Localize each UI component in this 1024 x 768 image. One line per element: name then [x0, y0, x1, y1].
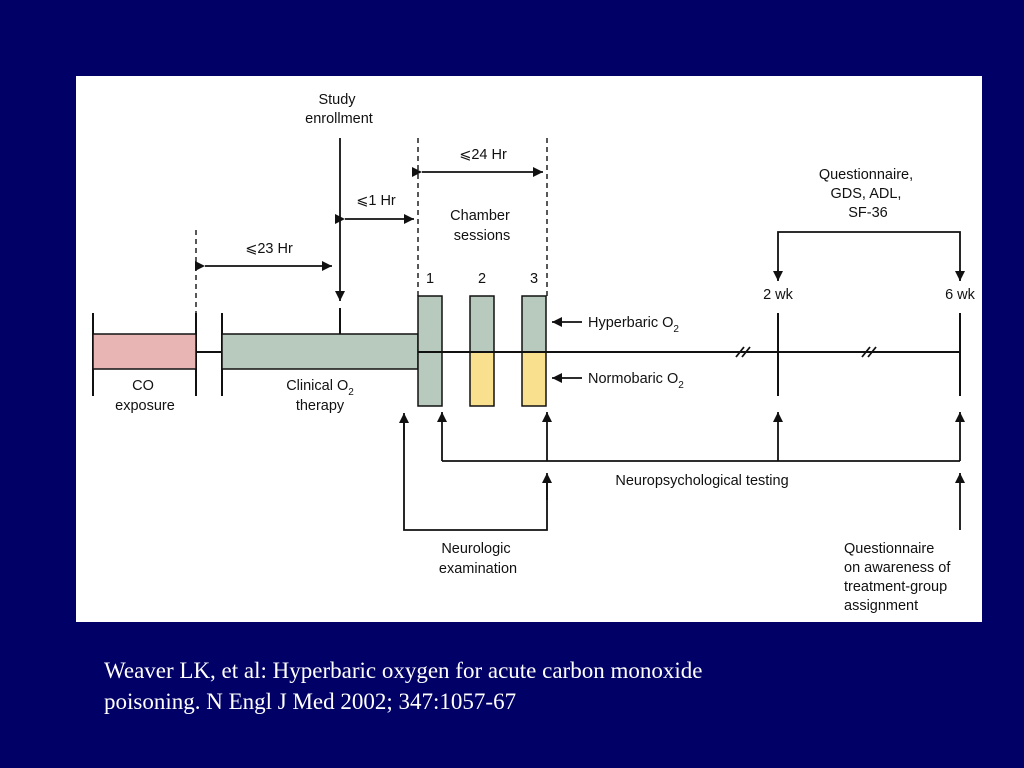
clinical-therapy-label: therapy — [296, 398, 345, 414]
neurologic-exam-bracket — [399, 413, 552, 531]
interval-label-24hr: ⩽24 Hr — [459, 147, 507, 163]
hyperbaric-label: Hyperbaric O2 — [588, 315, 679, 335]
neuropsych-testing-label: Neuropsychological testing — [615, 473, 788, 489]
week-2-label: 2 wk — [763, 287, 794, 303]
citation-line-2: poisoning. N Engl J Med 2002; 347:1057-6… — [104, 689, 517, 714]
axis-break-2wk — [735, 346, 751, 358]
co-exposure-label: CO exposure — [115, 378, 175, 414]
questionnaire-bottom-label: Questionnaire on awareness of treatment-… — [844, 541, 954, 614]
citation-line-1: Weaver LK, et al: Hyperbaric oxygen for … — [104, 658, 703, 683]
timeline-diagram: Study enrollment ⩽24 Hr ⩽1 Hr ⩽23 Hr Cha… — [92, 92, 976, 614]
interval-label-23hr: ⩽23 Hr — [245, 241, 293, 257]
study-enrollment-label: Study enrollment — [305, 92, 373, 127]
session-number-2: 2 — [478, 271, 486, 287]
interval-label-1hr: ⩽1 Hr — [356, 193, 396, 209]
normobaric-label: Normobaric O2 — [588, 371, 684, 391]
session-number-3: 3 — [530, 271, 538, 287]
questionnaire-top-label: Questionnaire, GDS, ADL, SF-36 — [819, 167, 917, 221]
axis-break-6wk — [861, 346, 877, 358]
co-exposure-bar — [92, 333, 197, 370]
clinical-o2-label: Clinical O2 — [286, 378, 354, 398]
session-number-1: 1 — [426, 271, 434, 287]
diagram-panel: Study enrollment ⩽24 Hr ⩽1 Hr ⩽23 Hr Cha… — [76, 76, 982, 622]
neurologic-exam-label: Neurologic examination — [439, 541, 517, 577]
week-6-label: 6 wk — [945, 287, 976, 303]
chamber-session-2 — [469, 295, 495, 407]
citation: Weaver LK, et al: Hyperbaric oxygen for … — [104, 655, 904, 717]
questionnaire-top-bracket — [773, 231, 965, 281]
neuropsych-testing-bracket — [437, 412, 965, 462]
chamber-sessions-label: Chamber sessions — [450, 208, 514, 244]
clinical-therapy-bar — [221, 333, 419, 370]
